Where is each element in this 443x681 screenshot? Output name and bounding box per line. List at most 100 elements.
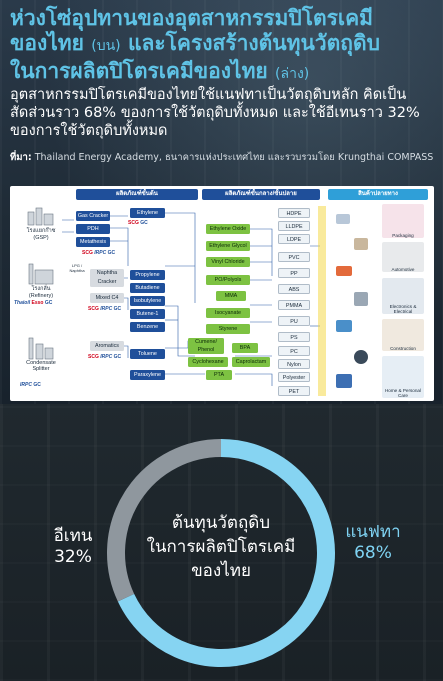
intermediate-mma: MMA [216,291,246,301]
source-label: ที่มา: [10,152,32,163]
ethane-label: อีเทน 32% [33,526,113,568]
unit-gas-cracker: Gas Cracker [76,211,110,221]
source-gsp: โรงแยกก๊าซ (GSP) [26,228,56,241]
product-isobutylene: Isobutylene [130,296,165,306]
connector [165,212,196,303]
product-paraxylene: Paraxylene [130,370,165,380]
title-line-2b: และโครงสร้างต้นทุนวัตถุดิบ [127,31,380,55]
intermediate-ethylene-glycol: Ethylene Glycol [206,241,250,251]
donut-center-line-3: ของไทย [191,561,251,581]
gas-plant-icon [27,207,54,226]
logo-gc: GC [113,354,122,360]
condensate-splitter-icon [28,337,54,360]
wheel-icon [354,350,368,364]
intermediate-cumene-phenol: Cumene/ Phenol [188,338,224,354]
logo-irpc: IRPC [100,306,113,312]
logo-scg: SCG [128,220,139,226]
donut-center-label: ต้นทุนวัตถุดิบ ในการผลิตปิโตรเคมี ของไทย [121,511,321,583]
polymer-pp: PP [278,268,310,278]
lpg-naphtha-label: LPG / Naphtha [69,263,85,273]
end-product-label: Home & Personal Care [384,388,421,398]
logo-scg: SCG [88,354,99,360]
title-tag-up: (บน) [91,38,121,54]
polymer-pc: PC [278,346,310,356]
product-ethylene: Ethylene [130,208,165,218]
intermediate-cyclohexane: Cyclohexane [188,357,228,367]
naphtha-value: 68% [354,543,392,563]
product-butene-1: Butene-1 [130,309,165,319]
naphtha-logos: SCG IRPC GC [88,306,121,312]
aromatics-logos: SCG IRPC GC [88,354,121,360]
source-note: ที่มา: Thailand Energy Academy, ธนาคารแห… [10,151,435,164]
supply-chain-diagram: ผลิตภัณฑ์ขั้นต้น ผลิตภัณฑ์ขั้นกลาง/ขั้นป… [10,186,434,401]
logo-gc: GC [107,250,116,256]
refinery-logos: Thaioil Esso GC [14,300,52,306]
end-product-label: Electronics & Electrical [389,304,417,314]
naphtha-name: แนฟทา [345,522,401,542]
subtitle: อุตสาหกรรมปิโตรเคมีของไทยใช้แนฟทาเป็นวัต… [10,87,420,139]
column-header-upstream: ผลิตภัณฑ์ขั้นต้น [76,189,198,200]
page-title: ห่วงโซ่อุปทานของอุตสาหกรรมปิโตรเคมี ของไ… [10,6,430,87]
logo-gc: GC [33,382,41,388]
donut-center-line-2: ในการผลิตปิโตรเคมี [146,537,296,557]
polymer-abs: ABS [278,284,310,294]
product-propylene: Propylene [130,270,165,280]
source-text: Thailand Energy Academy, ธนาคารแห่งประเท… [34,152,434,163]
logo-esso: Esso [31,300,44,306]
end-product-electronics: Electronics & Electrical [382,278,424,314]
unit-metathesis: Metathesis [76,237,110,247]
intermediate-ethylene-oxide: Ethylene Oxide [206,224,250,234]
logo-irpc: IRPC [100,354,113,360]
feedstock-cost-section: ต้นทุนวัตถุดิบ ในการผลิตปิโตรเคมี ของไทย… [0,404,443,681]
logo-thaioil: Thaioil [14,300,31,306]
pipe-icon [336,320,352,332]
polymer-polyester: Polyester [278,372,310,382]
end-product-packaging: Packaging [382,204,424,238]
logo-irpc: IRPC [94,250,107,256]
intermediate-caprolactam: Caprolactam [232,357,270,367]
column-header-final: สินค้าปลายทาง [328,189,428,200]
title-line-2a: ของไทย [10,31,84,55]
condensate-logos: IRPC GC [20,382,41,388]
intermediate-vinyl-chloride: Vinyl Chloride [206,257,250,267]
cracker-logos: SCG IRPC GC [82,250,115,256]
header-section: ห่วงโซ่อุปทานของอุตสาหกรรมปิโตรเคมี ของไ… [0,0,443,404]
tube-icon [336,266,352,276]
ethane-name: อีเทน [53,526,93,546]
connector [110,227,129,266]
end-product-label: Construction [390,346,416,351]
unit-naphtha-cracker: Naphtha Cracker [90,269,124,287]
logo-gc: GC [44,300,53,306]
polymer-pet: PET [278,386,310,396]
logo-gc: GC [140,220,148,226]
logo-scg: SCG [88,306,99,312]
refinery-icon [28,263,54,285]
product-toluene: Toluene [130,349,165,359]
connector [250,228,273,276]
end-product-automotive: Automotive [382,242,424,272]
end-product-home-care: Home & Personal Care [382,356,424,398]
furniture-icon [354,238,368,250]
polymer-pictogram-strip [318,206,326,396]
end-product-construction: Construction [382,319,424,351]
title-line-1: ห่วงโซ่อุปทานของอุตสาหกรรมปิโตรเคมี [10,6,373,30]
end-product-label: Packaging [392,233,414,238]
title-line-3: ในการผลิตปิโตรเคมีของไทย [10,59,268,83]
end-product-label: Automotive [391,267,415,272]
product-benzene: Benzene [130,322,165,332]
donut-slice-naphtha [117,439,335,667]
intermediate-po-polyols: PO/Polyols [206,275,250,285]
consumer-goods-icons [332,208,376,396]
logo-scg: SCG [82,250,93,256]
logo-gc: GC [113,306,122,312]
source-condensate: Condensate Splitter [26,360,56,372]
feedstock-donut-chart [107,439,335,667]
polymer-pmma: PMMA [278,300,310,310]
polymer-ps: PS [278,332,310,342]
intermediate-isocyanate: Isocyanate [206,308,250,318]
unit-mixed-c4: Mixed C4 [90,293,124,303]
polymer-pu: PU [278,316,310,326]
unit-aromatics: Aromatics [90,341,124,351]
intermediate-styrene: Styrene [206,324,250,334]
polymer-pvc: PVC [278,252,310,262]
